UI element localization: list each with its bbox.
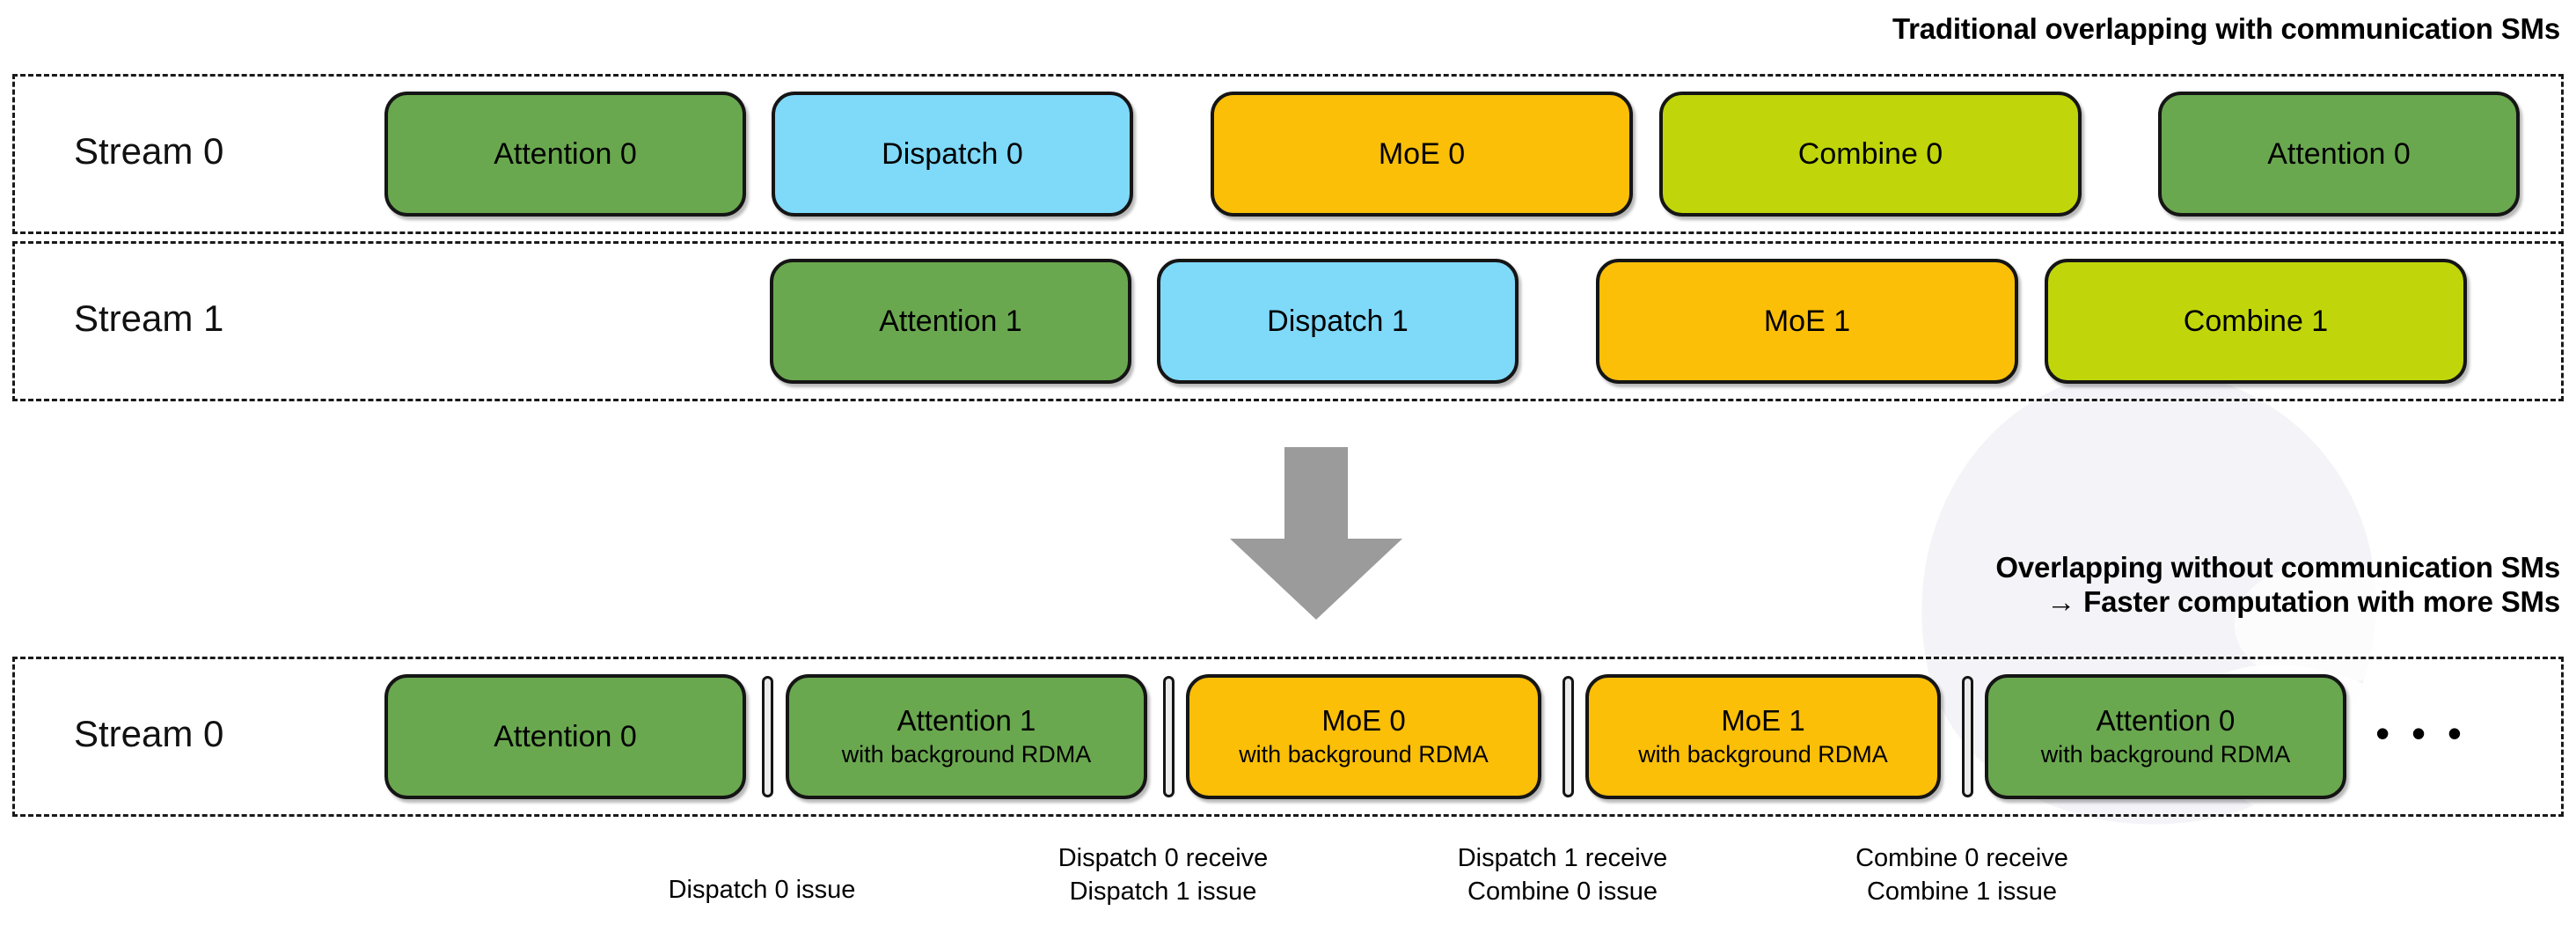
task-box-subtitle: with background RDMA — [1638, 741, 1888, 768]
task-box-subtitle: with background RDMA — [1239, 741, 1489, 768]
task-box-stream0-optimized-2[interactable]: MoE 0 with background RDMA — [1186, 674, 1541, 799]
lane-stream1-traditional — [12, 241, 2564, 401]
comm-event-line: Dispatch 1 issue — [1069, 877, 1257, 906]
comm-event-line: Dispatch 1 receive — [1457, 844, 1668, 872]
task-box-title: Dispatch 1 — [1267, 304, 1409, 338]
comm-event-caption-0: Dispatch 0 issue — [669, 874, 856, 907]
task-box-stream0-traditional-3[interactable]: Combine 0 — [1659, 92, 2082, 217]
lane-label-stream0-traditional: Stream 0 — [74, 130, 224, 172]
task-box-stream0-traditional-0[interactable]: Attention 0 — [384, 92, 746, 217]
task-box-stream0-traditional-4[interactable]: Attention 0 — [2158, 92, 2520, 217]
comm-event-line: Combine 0 receive — [1855, 844, 2068, 872]
lane-stream0-optimized — [12, 657, 2564, 817]
ellipsis-indicator: • • • — [2375, 710, 2467, 756]
task-box-title: MoE 1 — [1721, 704, 1805, 738]
task-box-stream0-traditional-1[interactable]: Dispatch 0 — [772, 92, 1133, 217]
comm-event-line: Dispatch 0 receive — [1057, 844, 1269, 872]
stream-separator-1 — [1163, 676, 1175, 797]
task-box-stream1-traditional-0[interactable]: Attention 1 — [770, 259, 1131, 384]
stream-separator-2 — [1562, 676, 1574, 797]
task-box-title: Combine 1 — [2183, 304, 2329, 338]
lane-label-stream0-optimized: Stream 0 — [74, 713, 224, 754]
heading-optimized: Overlapping without communication SMs → … — [1995, 551, 2560, 620]
task-box-stream0-traditional-2[interactable]: MoE 0 — [1211, 92, 1633, 217]
comm-event-line: Combine 1 issue — [1866, 877, 2057, 906]
task-box-stream1-traditional-2[interactable]: MoE 1 — [1596, 259, 2018, 384]
comm-event-line: Combine 0 issue — [1467, 877, 1658, 906]
heading-optimized-line1: Overlapping without communication SMs — [1995, 551, 2560, 584]
stream-separator-0 — [762, 676, 773, 797]
task-box-title: Attention 0 — [2267, 136, 2411, 171]
task-box-stream1-traditional-3[interactable]: Combine 1 — [2045, 259, 2467, 384]
lane-stream0-traditional — [12, 74, 2564, 234]
task-box-stream0-optimized-4[interactable]: Attention 0 with background RDMA — [1985, 674, 2346, 799]
task-box-title: Attention 1 — [879, 304, 1022, 338]
down-arrow-icon — [1230, 447, 1402, 620]
task-box-title: Combine 0 — [1797, 136, 1943, 171]
task-box-subtitle: with background RDMA — [841, 741, 1092, 768]
task-box-title: MoE 0 — [1378, 136, 1466, 171]
task-box-stream1-traditional-1[interactable]: Dispatch 1 — [1157, 259, 1519, 384]
task-box-title: Attention 0 — [2096, 704, 2236, 738]
lane-label-stream1-traditional: Stream 1 — [74, 297, 224, 339]
task-box-title: MoE 0 — [1321, 704, 1406, 738]
stream-separator-3 — [1962, 676, 1973, 797]
task-box-subtitle: with background RDMA — [2040, 741, 2291, 768]
task-box-title: Attention 0 — [494, 719, 637, 753]
comm-event-line: Dispatch 0 issue — [668, 876, 856, 904]
task-box-title: MoE 1 — [1763, 304, 1851, 338]
heading-traditional: Traditional overlapping with communicati… — [1892, 12, 2560, 45]
task-box-stream0-optimized-0[interactable]: Attention 0 — [384, 674, 746, 799]
task-box-title: Dispatch 0 — [882, 136, 1023, 171]
task-box-title: Attention 1 — [896, 704, 1036, 738]
task-box-stream0-optimized-1[interactable]: Attention 1 with background RDMA — [786, 674, 1147, 799]
task-box-stream0-optimized-3[interactable]: MoE 1 with background RDMA — [1585, 674, 1941, 799]
heading-optimized-line2: → Faster computation with more SMs — [2046, 584, 2560, 618]
task-box-title: Attention 0 — [494, 136, 637, 171]
